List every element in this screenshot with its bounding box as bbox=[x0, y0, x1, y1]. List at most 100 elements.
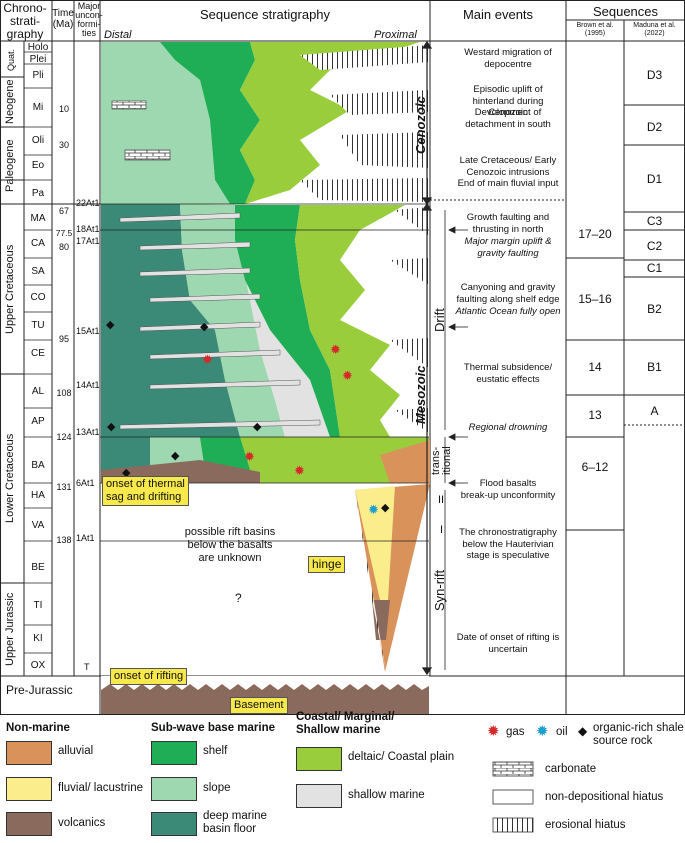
period-upper-jurassic: Upper Jurassic bbox=[4, 592, 16, 667]
event-text: Episodic uplift of hinterland during Cen… bbox=[472, 84, 544, 118]
shale-icon: ◆ bbox=[381, 502, 390, 514]
event-text: Growth faulting and thrusting in north bbox=[466, 212, 550, 235]
unconformity-label: 13At1 bbox=[76, 427, 100, 437]
maduna-sequence: D3 bbox=[646, 68, 663, 82]
age-label: 30 bbox=[58, 140, 69, 150]
event-text: End of main fluvial input bbox=[457, 178, 559, 189]
era-cenozoic: Cenozoic bbox=[413, 96, 428, 154]
gas-icon: ✹ bbox=[294, 463, 305, 478]
legend-gas-icon: ✹ bbox=[487, 723, 500, 740]
stage-label: OX bbox=[30, 660, 46, 671]
legend-gas-label: gas bbox=[506, 726, 525, 738]
stage-label: Pa bbox=[31, 188, 45, 199]
legend-shelf-swatch bbox=[151, 741, 197, 765]
age-label: 67 bbox=[58, 206, 69, 216]
maduna-sequence: D2 bbox=[646, 120, 663, 134]
age-label: 124 bbox=[56, 432, 72, 442]
maduna-sequence: C3 bbox=[646, 214, 663, 228]
legend-deltaic-label: deltaic/ Coastal plain bbox=[348, 751, 455, 763]
unconformity-label: 17At1 bbox=[76, 236, 100, 246]
event-text: Date of onset of rifting is uncertain bbox=[456, 632, 560, 655]
legend-shallow-label: shallow marine bbox=[348, 789, 425, 801]
period-neogene: Neogene bbox=[4, 79, 16, 125]
legend-slope-swatch bbox=[151, 777, 197, 801]
label-distal: Distal bbox=[104, 29, 132, 41]
unconformity-label: 14At1 bbox=[76, 380, 100, 390]
event-text: Devolopment of detachment in south bbox=[465, 107, 551, 130]
shale-icon: ◆ bbox=[200, 321, 209, 333]
annotation-rift-basins: possible rift basins below the basalts a… bbox=[184, 526, 276, 564]
stage-label: Holo bbox=[27, 42, 49, 53]
phase-roman-ii: II bbox=[438, 494, 445, 506]
annotation-question: ? bbox=[235, 591, 242, 605]
stage-label: Oli bbox=[31, 135, 45, 146]
event-text: Thermal subsidence/ eustatic effects bbox=[463, 362, 553, 385]
stage-label: TI bbox=[33, 600, 43, 611]
shale-icon: ◆ bbox=[106, 319, 115, 331]
stage-label: Eo bbox=[31, 160, 45, 171]
age-label: 10 bbox=[58, 104, 69, 114]
legend-subwave-title: Sub-wave base marine bbox=[151, 722, 275, 734]
event-text: break-up unconformity bbox=[460, 490, 556, 501]
annotation-onset-rifting: onset of rifting bbox=[110, 668, 188, 685]
legend-shale-icon: ◆ bbox=[578, 724, 588, 738]
phase-transitional: trans- itional bbox=[430, 446, 453, 476]
legend-volcanics-swatch bbox=[6, 812, 52, 836]
unconformity-label: 6At1 bbox=[76, 478, 95, 488]
annotation-basement: Basement bbox=[230, 697, 288, 714]
age-label: 95 bbox=[58, 334, 69, 344]
brown-sequence: 6–12 bbox=[581, 460, 609, 474]
age-label: 80 bbox=[58, 242, 69, 252]
event-text: Flood basalts bbox=[479, 478, 537, 489]
legend-oil-label: oil bbox=[556, 726, 568, 738]
header-time: Time (Ma) bbox=[52, 8, 74, 30]
maduna-sequence: D1 bbox=[646, 172, 663, 186]
period-paleogene: Paleogene bbox=[4, 139, 16, 192]
legend-nondep-label: non-depositional hiatus bbox=[545, 791, 664, 803]
header-sequences: Sequences bbox=[592, 4, 659, 19]
event-text: Westard migration of depocentre bbox=[464, 47, 552, 70]
event-text: The chronostratigraphy below the Hauteri… bbox=[459, 527, 557, 561]
shale-icon: ◆ bbox=[171, 450, 180, 462]
legend-nonmarine-title: Non-marine bbox=[6, 722, 70, 734]
stage-label: KI bbox=[33, 633, 43, 644]
shale-icon: ◆ bbox=[253, 421, 262, 433]
event-text: Regional drowning bbox=[468, 422, 548, 433]
age-label: 131 bbox=[56, 482, 72, 492]
stage-label: SA bbox=[31, 266, 45, 277]
label-proximal: Proximal bbox=[374, 29, 417, 41]
unconformity-label: 1At1 bbox=[76, 533, 95, 543]
period-pre-jurassic: Pre-Jurassic bbox=[6, 683, 73, 697]
period-quaternary: Quat. bbox=[6, 49, 16, 72]
phase-drift: Drift bbox=[432, 308, 447, 332]
stage-label: CO bbox=[30, 292, 46, 303]
shale-icon: ◆ bbox=[107, 421, 116, 433]
legend-shelf-label: shelf bbox=[203, 745, 228, 757]
event-text: Major margin uplift & gravity faulting bbox=[464, 236, 552, 259]
annotation-thermal-sag: onset of thermal sag and drifting bbox=[102, 476, 189, 506]
age-label: 77.5 bbox=[55, 228, 73, 238]
legend-deltaic-swatch bbox=[296, 747, 342, 771]
header-sequence-stratigraphy: Sequence stratigraphy bbox=[199, 7, 331, 22]
maduna-sequence: C2 bbox=[646, 239, 663, 253]
unconformity-label: 18At1 bbox=[76, 224, 100, 234]
stage-label: Pli bbox=[32, 70, 44, 81]
phase-roman-i: I bbox=[440, 524, 444, 536]
age-label: 138 bbox=[56, 535, 72, 545]
brown-sequence: 15–16 bbox=[578, 292, 612, 306]
gas-icon: ✹ bbox=[244, 449, 255, 464]
maduna-sequence: C1 bbox=[646, 261, 663, 275]
legend-shallow-swatch bbox=[296, 784, 342, 808]
legend-deep-label: deep marine basin floor bbox=[203, 810, 267, 835]
stage-label: TU bbox=[31, 320, 45, 331]
header-chronostratigraphy: Chrono- strati- graphy bbox=[3, 1, 47, 41]
gas-icon: ✹ bbox=[330, 342, 341, 357]
legend-shale-label: organic-rich shale source rock bbox=[593, 722, 684, 747]
annotation-hinge: hinge bbox=[308, 556, 346, 573]
legend-fluvial-swatch bbox=[6, 777, 52, 801]
header-main-events: Main events bbox=[462, 7, 534, 22]
stage-label: HA bbox=[31, 490, 45, 501]
brown-sequence: 13 bbox=[588, 408, 602, 422]
shale-icon: ◆ bbox=[122, 467, 131, 479]
